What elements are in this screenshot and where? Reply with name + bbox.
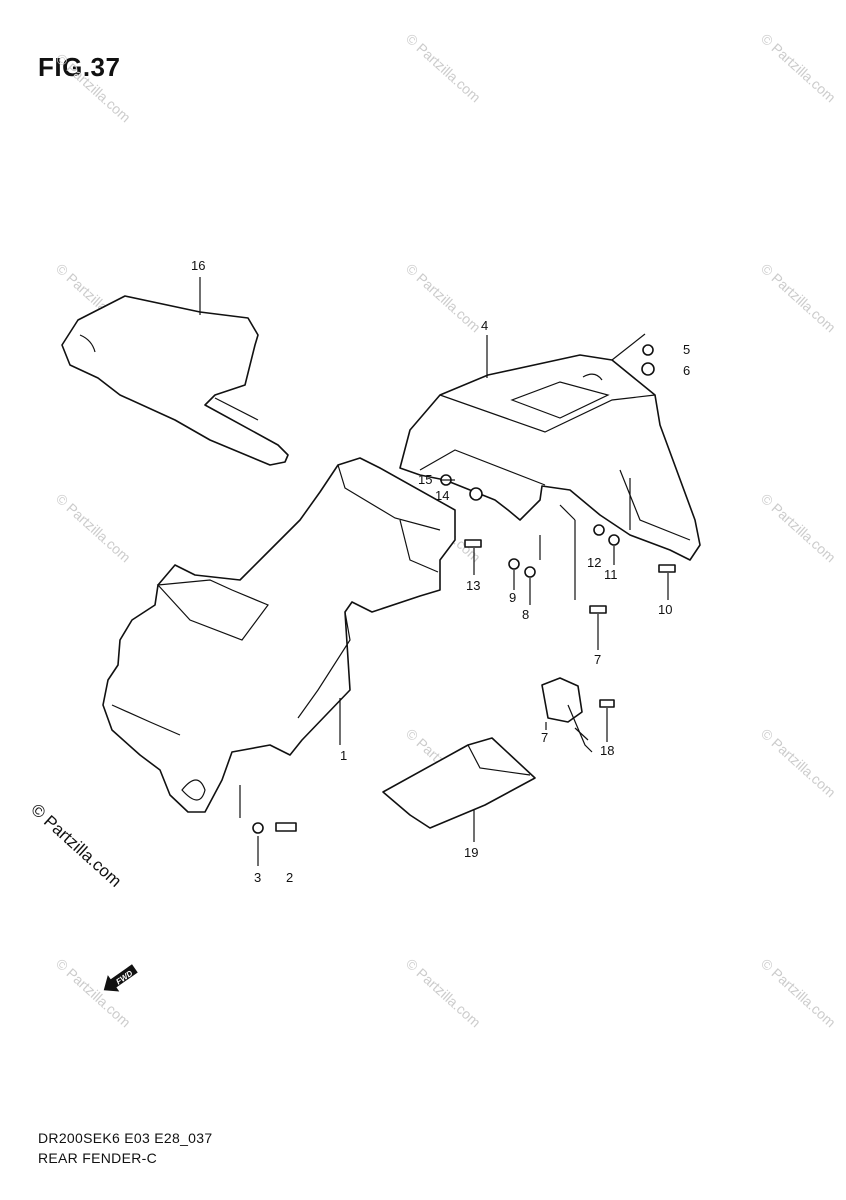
callout-14: 14 — [435, 488, 449, 503]
watermark: © Partzilla.com — [53, 50, 134, 125]
bolt-13 — [464, 539, 482, 548]
diagram-name: REAR FENDER-C — [38, 1150, 158, 1166]
callout-1: 1 — [340, 748, 347, 763]
watermark: © Partzilla.com — [758, 490, 839, 565]
nut-12 — [593, 524, 605, 536]
nut-6 — [641, 362, 655, 376]
washer-3 — [252, 822, 264, 834]
washer-8 — [524, 566, 536, 578]
callout-15: 15 — [418, 472, 432, 487]
callout-3: 3 — [254, 870, 261, 885]
screw-18 — [599, 699, 615, 708]
watermark: © Partzilla.com — [758, 30, 839, 105]
callout-18: 18 — [600, 743, 614, 758]
callout-7b: 7 — [541, 730, 548, 745]
callout-7a: 7 — [594, 652, 601, 667]
figure-title: FIG.37 — [38, 52, 121, 82]
callout-19: 19 — [464, 845, 478, 860]
part-4-rear-fender-rear — [399, 354, 701, 561]
callout-10: 10 — [658, 602, 672, 617]
part-1-rear-fender — [102, 457, 456, 813]
part-16-shield — [61, 295, 289, 466]
nut-5 — [642, 344, 654, 356]
callout-labels: 16 4 5 6 15 14 13 9 8 12 11 10 7 7 18 1 … — [191, 258, 690, 885]
watermark: © Partzilla.com — [403, 955, 484, 1030]
callout-5: 5 — [683, 342, 690, 357]
nut-9 — [508, 558, 520, 570]
watermark: © Partzilla.com — [758, 260, 839, 335]
callout-4: 4 — [481, 318, 488, 333]
callout-13: 13 — [466, 578, 480, 593]
part-19-tool-tray — [382, 737, 536, 829]
part-17-seat-lock — [541, 677, 593, 753]
callout-16: 16 — [191, 258, 205, 273]
washer-14 — [469, 487, 483, 501]
callout-11: 11 — [604, 567, 618, 582]
bolt-7 — [589, 605, 607, 614]
watermark: © Partzilla.com — [403, 260, 484, 335]
callout-2: 2 — [286, 870, 293, 885]
watermark: © Partzilla.com — [758, 725, 839, 800]
watermark: © Partzilla.com — [758, 955, 839, 1030]
leader-lines — [199, 277, 669, 866]
watermark: © Partzilla.com — [53, 490, 134, 565]
watermark: © Partzilla.com — [53, 955, 134, 1030]
washer-11 — [608, 534, 620, 546]
bolt-10 — [658, 564, 676, 573]
callout-6: 6 — [683, 363, 690, 378]
diagram-code: DR200SEK6 E03 E28_037 — [38, 1130, 213, 1146]
callout-12: 12 — [587, 555, 601, 570]
watermark: © Partzilla.com — [403, 30, 484, 105]
callout-9: 9 — [509, 590, 516, 605]
bolt-2 — [275, 822, 297, 832]
callout-8: 8 — [522, 607, 529, 622]
